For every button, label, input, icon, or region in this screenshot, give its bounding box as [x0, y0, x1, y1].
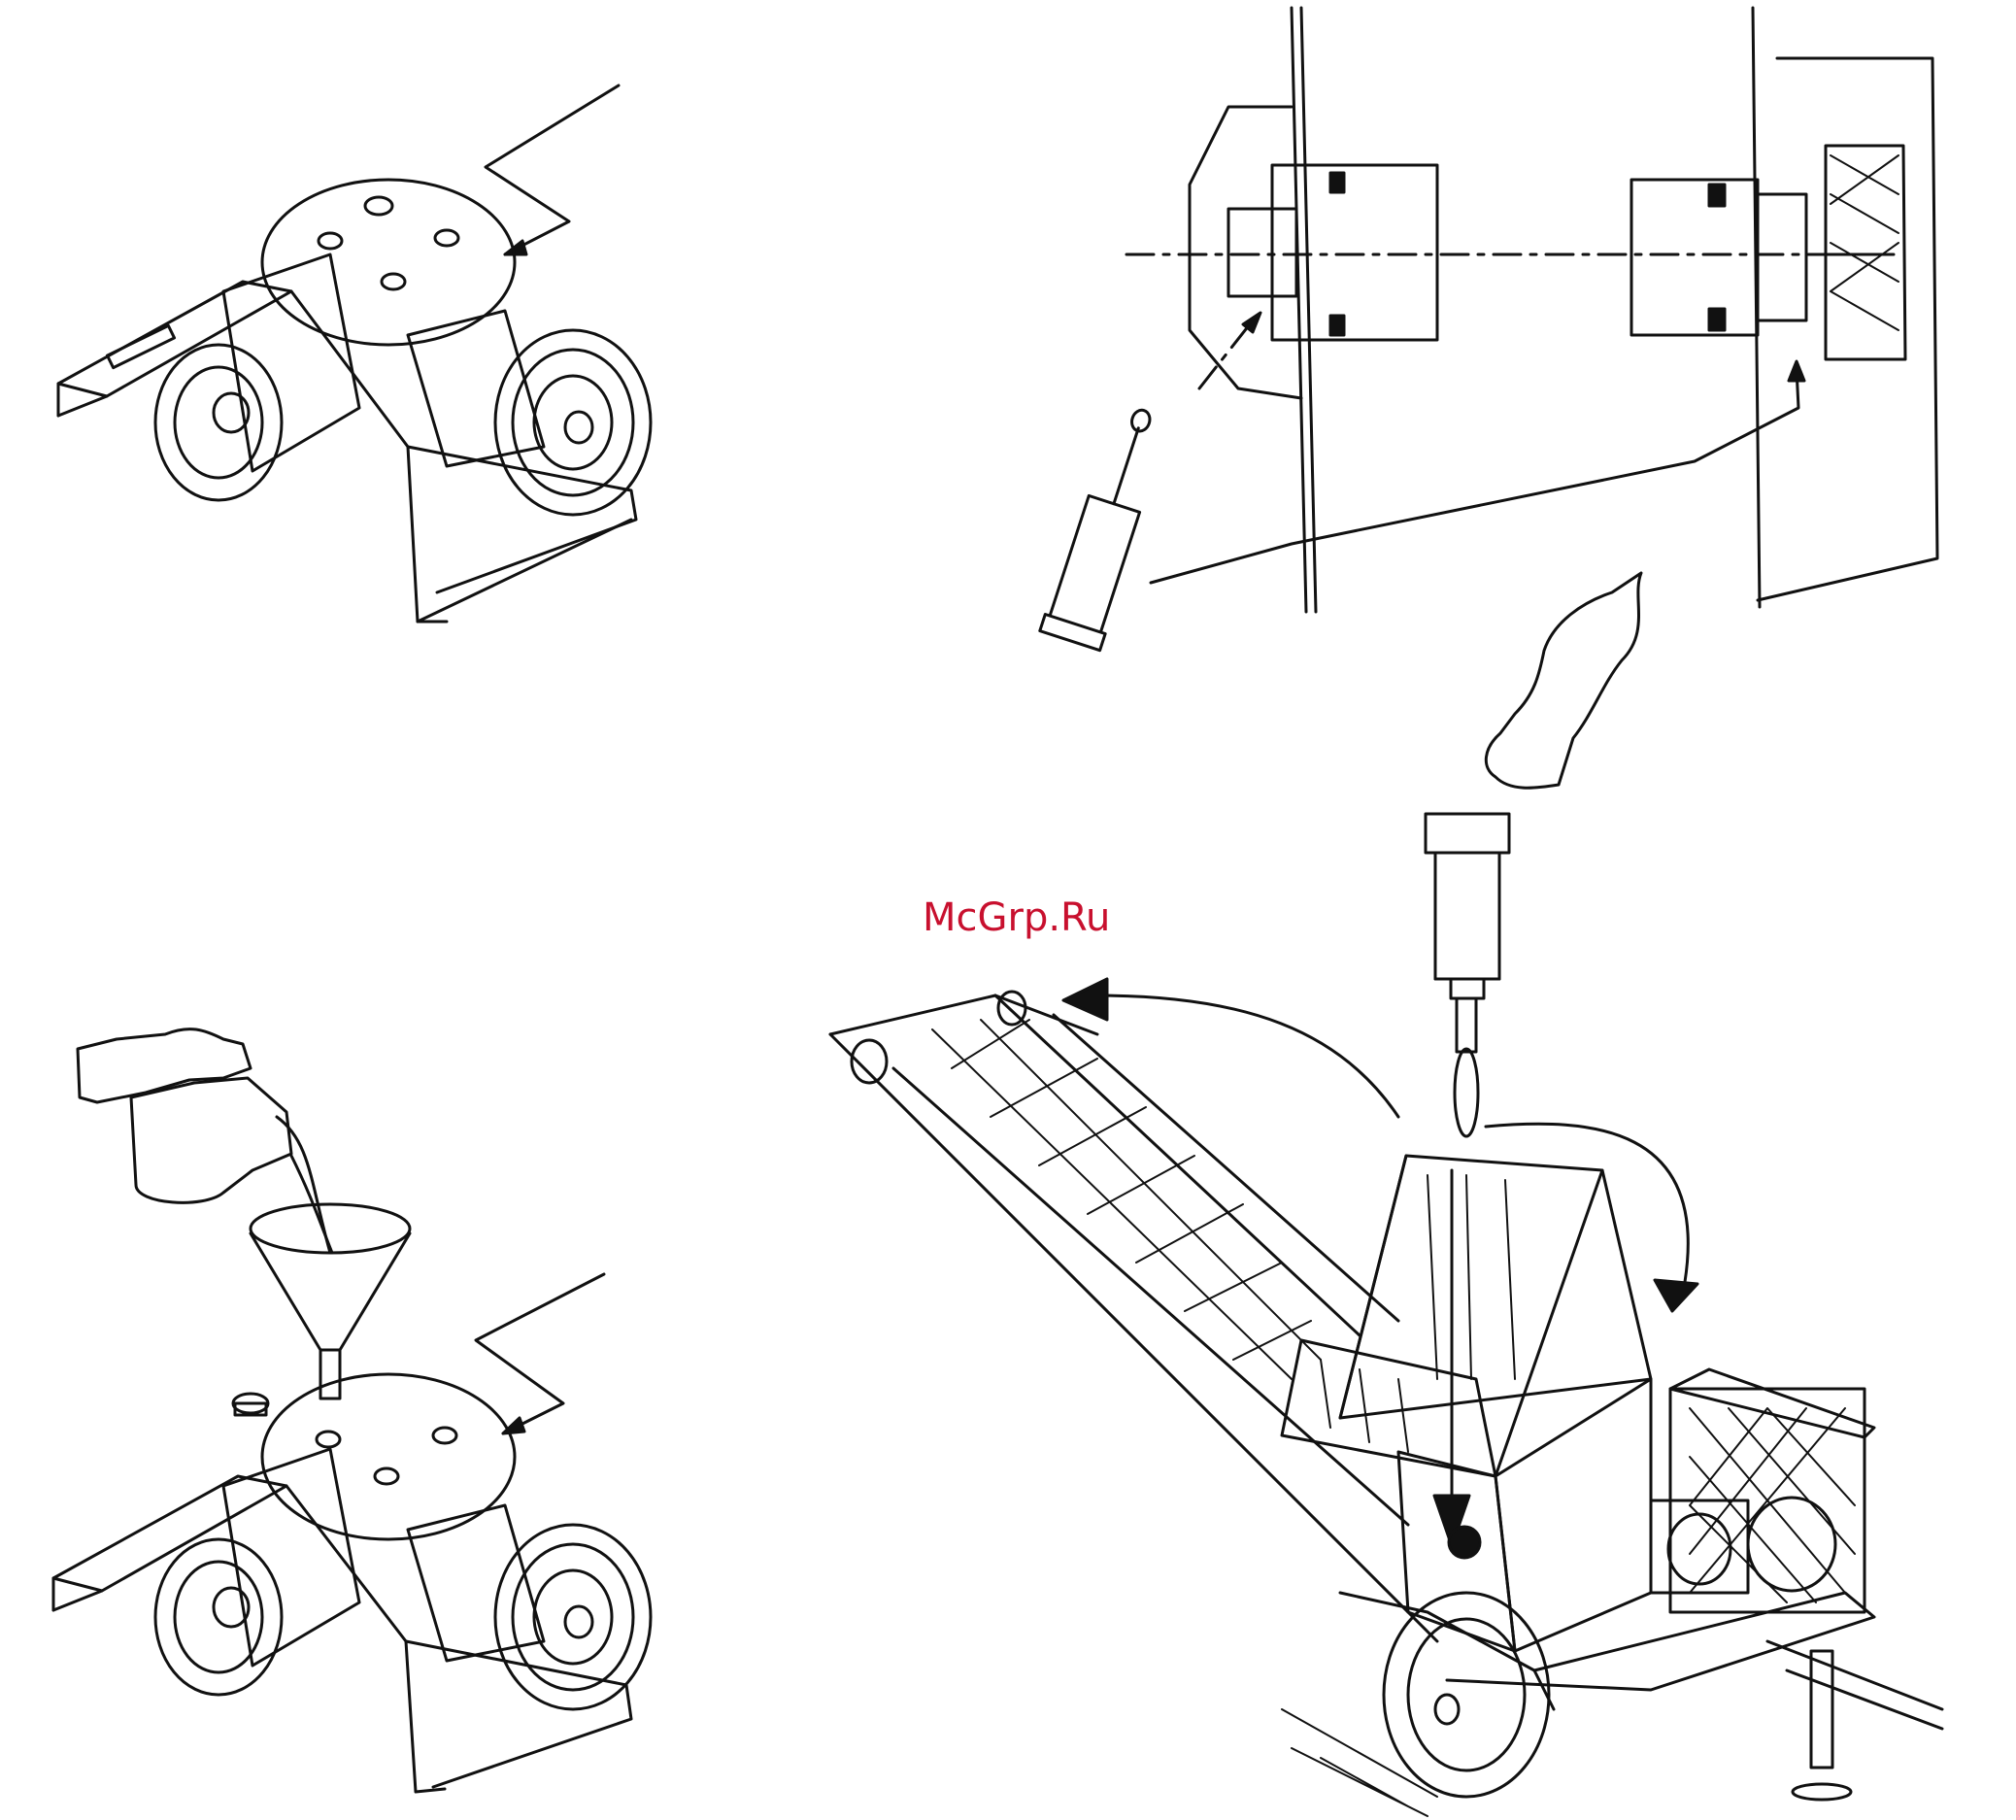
- gearbox-top-figure: [58, 85, 651, 622]
- chipper-machine-figure: [830, 573, 1942, 1816]
- pulley: [495, 1525, 651, 1709]
- leader-arrowhead: [505, 241, 526, 254]
- grease-gun-icon: [1040, 401, 1175, 651]
- shaft-coupling-figure: [1040, 8, 1937, 651]
- gearbox-oil-fill-figure: [53, 1029, 651, 1792]
- grease-gun-icon: [1426, 814, 1509, 1136]
- gearbox-housing: [262, 180, 515, 345]
- oil-jug-icon: [131, 1078, 291, 1202]
- pulley: [495, 330, 651, 515]
- feed-chute: [830, 992, 1437, 1641]
- gearbox-housing: [262, 1374, 515, 1539]
- right-bearing: [1631, 180, 1758, 335]
- hand-icon: [1486, 573, 1641, 788]
- watermark-text: McGrp.Ru: [923, 895, 1110, 940]
- hopper: [1282, 1156, 1651, 1651]
